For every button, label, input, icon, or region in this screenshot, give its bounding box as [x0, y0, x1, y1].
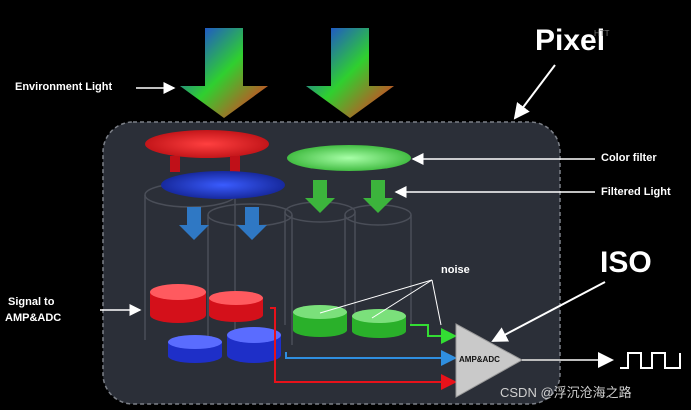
iso-label: ISO	[600, 246, 652, 279]
digital-output-wave	[620, 352, 681, 369]
corner-mark: HTT	[594, 29, 610, 38]
iso-pointer	[491, 281, 606, 342]
signal-label-line2: AMP&ADC	[5, 312, 62, 324]
amp-adc-triangle	[455, 323, 524, 398]
environment-light-arrow-2	[306, 28, 394, 118]
noise-label: noise	[441, 264, 470, 276]
blue-signal-disc	[227, 327, 281, 363]
red-signal-disc	[150, 284, 206, 323]
color-filter-label: Color filter	[601, 152, 657, 164]
green-signal-disc	[293, 305, 347, 337]
filtered-light-label: Filtered Light	[601, 186, 671, 198]
green-color-filter	[287, 145, 411, 171]
green-filtered-arrow	[305, 180, 335, 213]
green-filtered-arrow	[363, 180, 393, 213]
green-signal-wire	[410, 324, 457, 344]
noise-pointers	[319, 279, 442, 326]
red-filter-stem	[170, 156, 180, 172]
environment-light-label: Environment Light	[15, 81, 113, 93]
blue-color-filter	[161, 171, 285, 199]
red-signal-wire	[270, 307, 457, 390]
blue-filtered-arrow	[237, 207, 267, 240]
red-filter-stem	[230, 156, 240, 172]
green-signal-disc	[352, 309, 406, 338]
blue-signal-disc	[168, 335, 222, 363]
signal-label-line1: Signal to	[8, 296, 55, 308]
blue-signal-wire	[285, 350, 457, 366]
pixel-pointer	[513, 64, 556, 120]
blue-filtered-arrow	[179, 207, 209, 240]
pixel-title: Pixel	[535, 24, 606, 57]
watermark: CSDN @浮沉沧海之路	[500, 385, 632, 400]
environment-light-arrow-1	[180, 28, 268, 118]
amp-adc-label: AMP&ADC	[459, 355, 500, 364]
red-color-filter	[145, 130, 269, 158]
red-signal-disc	[209, 291, 263, 322]
